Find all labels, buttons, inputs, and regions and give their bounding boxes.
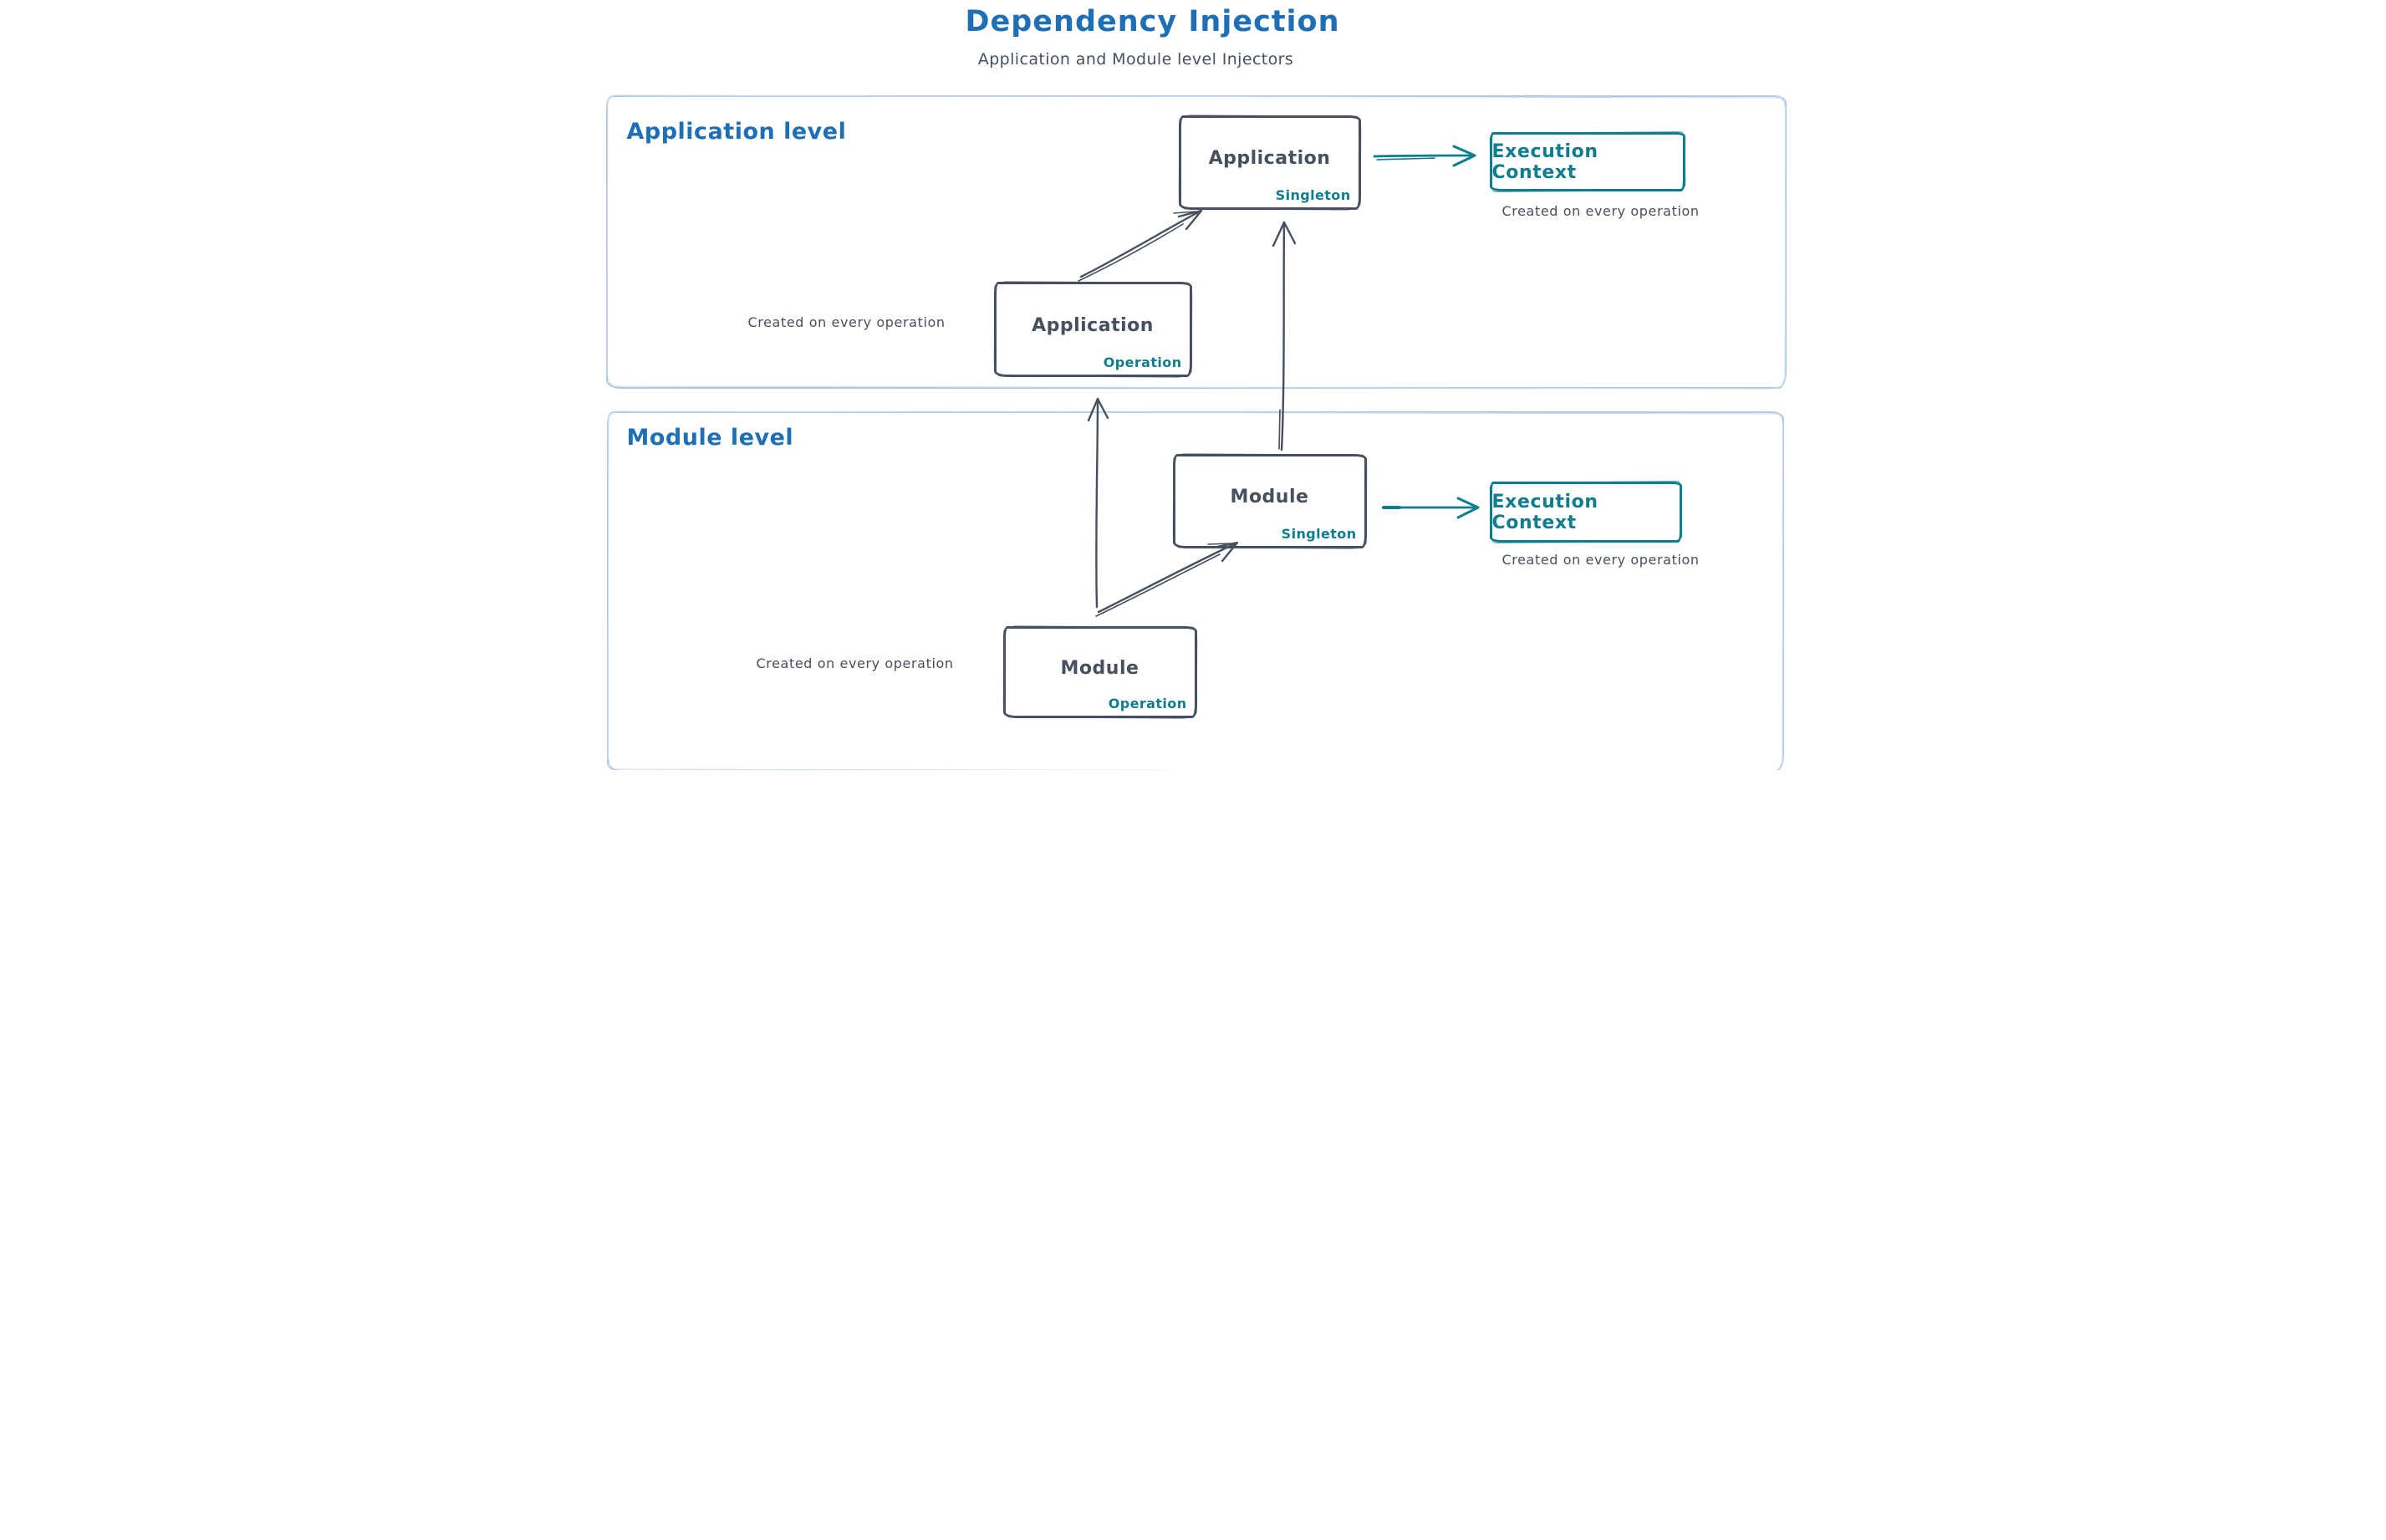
- module-execution-context-box: Execution Context: [1489, 482, 1682, 543]
- application-operation-box: Application Operation: [993, 282, 1192, 377]
- application-operation-badge: Operation: [1103, 354, 1182, 370]
- application-operation-title: Application: [1032, 314, 1154, 336]
- module-singleton-badge: Singleton: [1281, 526, 1357, 542]
- application-operation-note: Created on every operation: [747, 314, 946, 330]
- module-execution-note: Created on every operation: [1501, 552, 1700, 568]
- module-execution-context-label: Execution Context: [1491, 491, 1598, 533]
- module-operation-badge: Operation: [1108, 696, 1187, 711]
- application-singleton-box: Application Singleton: [1178, 115, 1361, 210]
- application-execution-note: Created on every operation: [1501, 203, 1700, 219]
- module-level-container: [606, 411, 1784, 770]
- module-operation-box: Module Operation: [1002, 626, 1197, 718]
- application-singleton-title: Application: [1208, 148, 1331, 169]
- application-level-container: [605, 95, 1787, 389]
- module-level-label: Module level: [626, 425, 794, 451]
- module-operation-note: Created on every operation: [756, 655, 954, 671]
- application-execution-context-box: Execution Context: [1489, 132, 1685, 191]
- application-level-label: Application level: [626, 119, 847, 145]
- diagram-subtitle: Application and Module level Injectors: [977, 50, 1294, 69]
- diagram-title: Dependency Injection: [965, 5, 1340, 38]
- module-operation-title: Module: [1060, 657, 1139, 679]
- module-singleton-box: Module Singleton: [1172, 454, 1367, 548]
- dependency-injection-diagram: Dependency Injection Application and Mod…: [596, 0, 1790, 770]
- module-singleton-title: Module: [1230, 487, 1309, 507]
- application-singleton-badge: Singleton: [1275, 187, 1351, 203]
- application-execution-context-label: Execution Context: [1491, 140, 1598, 183]
